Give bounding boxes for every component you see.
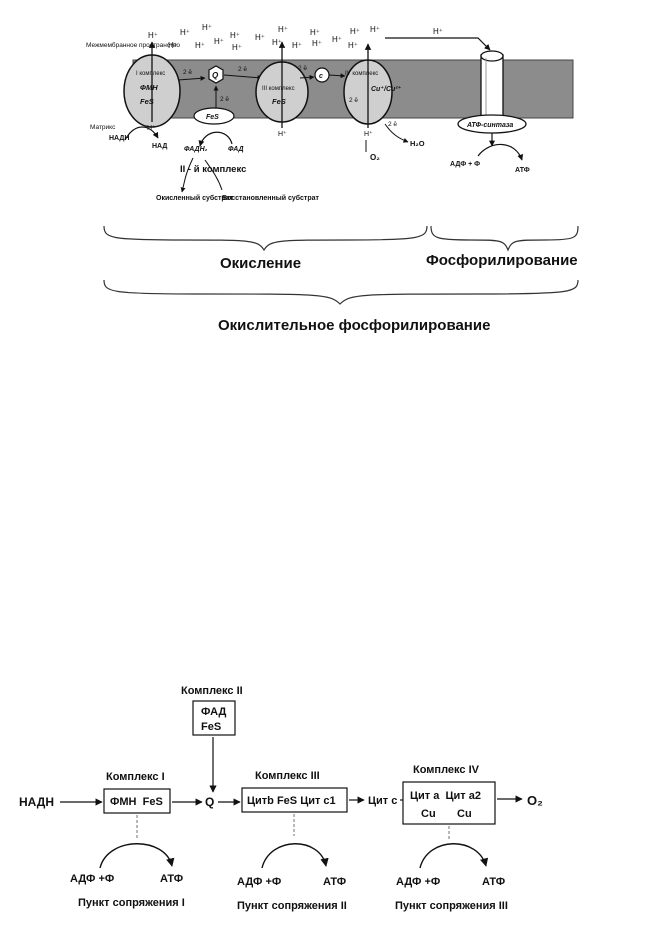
complex-4-top: IV комплекс Cu⁺/Cu²⁺ 2 ē H⁺ O₂ 2 ē H₂O bbox=[343, 43, 425, 162]
svg-text:H⁺: H⁺ bbox=[350, 27, 360, 36]
svg-text:c: c bbox=[319, 73, 323, 80]
svg-text:Восстановленный субстрат: Восстановленный субстрат bbox=[222, 194, 319, 202]
electron-transport-scheme: Комплекс II ФАД FeS Комплекс I ФМН FeS Н… bbox=[19, 685, 543, 912]
complex-1-top: I комплекс ФМН FeS H⁺ НАДН НАД bbox=[109, 41, 181, 150]
complex-1-box bbox=[103, 788, 171, 814]
svg-text:H⁺: H⁺ bbox=[255, 33, 265, 42]
complex-2-title: Комплекс II bbox=[181, 685, 243, 697]
svg-text:FeS: FeS bbox=[140, 97, 154, 106]
svg-text:H⁺: H⁺ bbox=[370, 25, 380, 34]
complex-3-top: III комплекс FeS H⁺ bbox=[255, 41, 309, 138]
electrons-label-2: 2 ē bbox=[238, 66, 247, 73]
svg-text:НАДН: НАДН bbox=[109, 135, 129, 142]
coupling-2-atp: АТФ bbox=[323, 876, 346, 888]
complex-4-line1: Цит a Цит a2 bbox=[410, 790, 481, 802]
electrons-label-1: 2 ē bbox=[183, 69, 192, 76]
brace-oxphos bbox=[103, 279, 579, 305]
coupling-point-2: АДФ +Ф АТФ Пункт сопряжения II bbox=[237, 814, 347, 912]
respiratory-chain-membrane-diagram: Межмембранное пространство Матрикс H⁺ H⁺… bbox=[86, 23, 579, 334]
svg-text:H⁺: H⁺ bbox=[202, 23, 212, 32]
svg-text:IV комплекс: IV комплекс bbox=[345, 71, 378, 77]
svg-text:H⁺: H⁺ bbox=[195, 41, 205, 50]
q-label: Q bbox=[205, 795, 214, 809]
oxphos-label: Окислительное фосфорилирование bbox=[218, 317, 490, 334]
coupling-1-label: Пункт сопряжения I bbox=[78, 897, 185, 909]
complex-2-top: FeS ФАДН₂ ФАД II - й комплекс Окисленный… bbox=[156, 107, 319, 202]
svg-text:H⁺: H⁺ bbox=[278, 130, 287, 138]
complex-3-title: Комплекс III bbox=[255, 770, 320, 782]
atp-synthase-top: АТФ-синтаза АДФ + Ф АТФ bbox=[450, 50, 530, 174]
svg-text:H⁺: H⁺ bbox=[272, 38, 282, 47]
svg-text:ФАД: ФАД bbox=[228, 146, 244, 153]
complex-3-content: Цитb FeS Цит c1 bbox=[247, 795, 336, 807]
svg-text:НАД: НАД bbox=[152, 143, 167, 150]
svg-text:2 ē: 2 ē bbox=[388, 121, 397, 128]
svg-text:H⁺: H⁺ bbox=[214, 37, 224, 46]
svg-text:H⁺: H⁺ bbox=[348, 41, 358, 50]
svg-text:H₂O: H₂O bbox=[410, 139, 425, 148]
svg-text:III комплекс: III комплекс bbox=[262, 86, 295, 92]
complex-4-line2: Cu Cu bbox=[421, 808, 472, 820]
complex-4-box bbox=[402, 781, 496, 825]
brace-oxidation bbox=[103, 225, 428, 252]
svg-text:2 ē: 2 ē bbox=[349, 97, 358, 104]
svg-text:H⁺: H⁺ bbox=[148, 31, 158, 40]
coupling-2-label: Пункт сопряжения II bbox=[237, 900, 347, 912]
ubiquinone-top: Q bbox=[208, 65, 224, 84]
svg-text:Q: Q bbox=[212, 71, 219, 80]
svg-text:H⁺: H⁺ bbox=[232, 43, 242, 52]
cyt-c-label: Цит c bbox=[368, 795, 397, 807]
complex-1-content: ФМН FeS bbox=[110, 796, 163, 808]
svg-text:Cu⁺/Cu²⁺: Cu⁺/Cu²⁺ bbox=[371, 85, 402, 93]
svg-text:H⁺: H⁺ bbox=[168, 41, 178, 50]
svg-text:FeS: FeS bbox=[272, 97, 286, 106]
svg-text:O₂: O₂ bbox=[370, 153, 380, 162]
svg-text:АТФ-синтаза: АТФ-синтаза bbox=[466, 122, 513, 129]
svg-text:Окисленный субстрат: Окисленный субстрат bbox=[156, 194, 234, 202]
complex-2-line1: ФАД bbox=[201, 706, 226, 718]
cytochrome-c-top: c bbox=[314, 67, 330, 83]
svg-text:II - й комплекс: II - й комплекс bbox=[180, 164, 246, 175]
svg-text:ФМН: ФМН bbox=[140, 83, 158, 92]
complex-1-title: Комплекс I bbox=[106, 771, 165, 783]
svg-text:H⁺: H⁺ bbox=[180, 28, 190, 37]
svg-text:АТФ: АТФ bbox=[515, 167, 530, 174]
svg-text:ФАДН₂: ФАДН₂ bbox=[184, 146, 208, 153]
coupling-3-atp: АТФ bbox=[482, 876, 505, 888]
coupling-1-atp: АТФ bbox=[160, 873, 183, 885]
svg-text:H⁺: H⁺ bbox=[332, 35, 342, 44]
phosphorylation-label: Фосфорилирование bbox=[426, 252, 578, 269]
svg-text:I комплекс: I комплекс bbox=[136, 71, 165, 77]
electrons-label-3: 2 ē bbox=[220, 96, 229, 103]
svg-text:H⁺: H⁺ bbox=[364, 130, 373, 138]
svg-text:H⁺: H⁺ bbox=[147, 124, 156, 132]
svg-text:H⁺: H⁺ bbox=[230, 31, 240, 40]
complex-2-box bbox=[192, 700, 236, 736]
coupling-1-adp: АДФ +Ф bbox=[70, 873, 114, 885]
complex-4-title: Комплекс IV bbox=[413, 764, 480, 776]
intermembrane-label: Межмембранное пространство bbox=[86, 41, 180, 49]
svg-text:FeS: FeS bbox=[206, 114, 219, 121]
oxidation-label: Окисление bbox=[220, 255, 301, 272]
matrix-label: Матрикс bbox=[90, 124, 116, 131]
complex-3-box bbox=[241, 787, 348, 813]
coupling-3-label: Пункт сопряжения III bbox=[395, 900, 508, 912]
coupling-point-1: АДФ +Ф АТФ Пункт сопряжения I bbox=[70, 815, 185, 909]
svg-text:H⁺: H⁺ bbox=[312, 39, 322, 48]
brace-phosphorylation bbox=[430, 225, 579, 252]
o2-label: O₂ bbox=[527, 793, 543, 808]
proton-cloud: H⁺ H⁺ H⁺ H⁺ H⁺ H⁺ H⁺ H⁺ H⁺ H⁺ H⁺ H⁺ H⁺ H… bbox=[148, 23, 443, 52]
coupling-3-adp: АДФ +Ф bbox=[396, 876, 440, 888]
nadh-label: НАДН bbox=[19, 795, 54, 809]
coupling-point-3: АДФ +Ф АТФ Пункт сопряжения III bbox=[395, 826, 508, 912]
electrons-label-4: 2 ē bbox=[298, 65, 307, 72]
svg-text:H⁺: H⁺ bbox=[292, 41, 302, 50]
complex-2-line2: FeS bbox=[201, 721, 221, 733]
svg-text:H⁺: H⁺ bbox=[433, 27, 443, 36]
svg-text:H⁺: H⁺ bbox=[310, 28, 320, 37]
svg-text:АДФ + Ф: АДФ + Ф bbox=[450, 161, 480, 168]
coupling-2-adp: АДФ +Ф bbox=[237, 876, 281, 888]
svg-text:H⁺: H⁺ bbox=[278, 25, 288, 34]
